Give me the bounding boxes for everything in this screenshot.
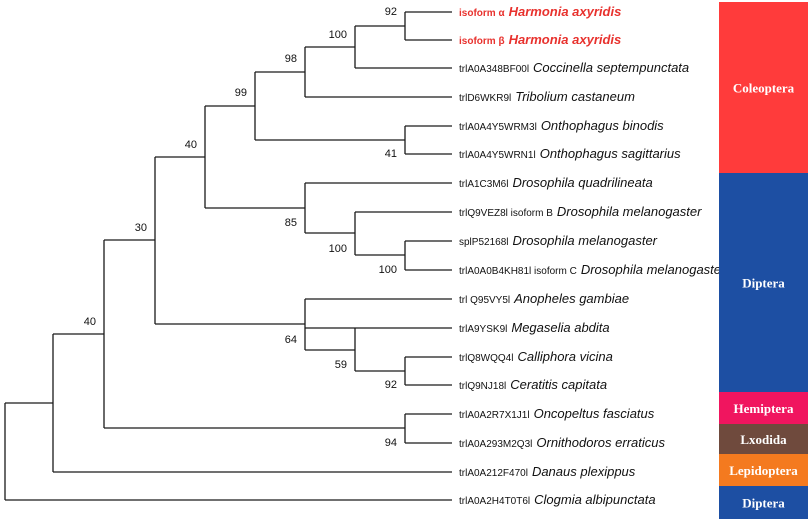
group-bar	[719, 173, 808, 392]
taxon-label-t6: trlA1C3M6l Drosophila quadrilineata	[459, 175, 653, 190]
taxon-label-t13: trlQ9NJ18l Ceratitis capitata	[459, 377, 607, 392]
taxon-label-t15: trlA0A293M2Q3l Ornithodoros erraticus	[459, 435, 665, 450]
species-name: Drosophila melanogaster	[512, 233, 657, 248]
species-name: Calliphora vicina	[517, 349, 612, 364]
species-name: Onthophagus binodis	[541, 118, 664, 133]
accession-text: trlQ8WQQ4l	[459, 353, 513, 364]
species-name: Oncopeltus fasciatus	[534, 406, 655, 421]
accession-text: trlA0A4Y5WRM3l	[459, 122, 537, 133]
bootstrap-label: 64	[285, 334, 297, 346]
bootstrap-label: 59	[335, 359, 347, 371]
taxon-label-t2: trlA0A348BF00l Coccinella septempunctata	[459, 60, 689, 75]
taxonomic-group-bars: ColeopteraDipteraHemipteraLxodidaLepidop…	[719, 2, 808, 519]
bootstrap-label: 94	[385, 437, 397, 449]
accession-text: trlA0A348BF00l	[459, 64, 529, 75]
group-label: Coleoptera	[733, 81, 795, 96]
group-bar	[719, 392, 808, 424]
species-name: Onthophagus sagittarius	[540, 146, 681, 161]
accession-text: trlA0A212F470l	[459, 468, 528, 479]
bootstrap-values: 92 100 98 99 41 40 85 100 100 30 64 59 9…	[84, 6, 397, 449]
accession-text: trlA0A2H4T0T6l	[459, 496, 530, 507]
taxon-label-t8: splP52168l Drosophila melanogaster	[459, 233, 658, 248]
species-name: Harmonia axyridis	[509, 4, 622, 19]
species-name: Anopheles gambiae	[513, 291, 629, 306]
species-name: Drosophila melanogaster	[581, 262, 726, 277]
accession-text: splP52168l	[459, 237, 508, 248]
species-name: Drosophila melanogaster	[557, 204, 702, 219]
species-name: Danaus plexippus	[532, 464, 636, 479]
accession-text: trlA0A0B4KH81l isoform C	[459, 266, 577, 277]
taxon-label-t4: trlA0A4Y5WRM3l Onthophagus binodis	[459, 118, 664, 133]
bootstrap-label: 30	[135, 222, 147, 234]
accession-text: trlA0A4Y5WRN1l	[459, 150, 536, 161]
tree-branches	[4, 11, 452, 501]
group-label: Lxodida	[740, 432, 787, 447]
group-bar	[719, 454, 808, 486]
accession-text: trlA9YSK9l	[459, 324, 507, 335]
taxon-label-t12: trlQ8WQQ4l Calliphora vicina	[459, 349, 613, 364]
taxon-label-t1: isoform β Harmonia axyridis	[459, 32, 621, 47]
bootstrap-label: 100	[329, 243, 347, 255]
accession-text: trlA0A2R7X1J1l	[459, 410, 530, 421]
group-label: Hemiptera	[734, 401, 794, 416]
group-bar	[719, 424, 808, 454]
bootstrap-label: 85	[285, 217, 297, 229]
bootstrap-label: 40	[84, 316, 96, 328]
accession-text: trlD6WKR9l	[459, 93, 511, 104]
taxon-label-t3: trlD6WKR9l Tribolium castaneum	[459, 89, 635, 104]
accession-text: isoform β	[459, 36, 505, 47]
bootstrap-label: 98	[285, 53, 297, 65]
species-name: Drosophila quadrilineata	[512, 175, 652, 190]
bootstrap-label: 99	[235, 87, 247, 99]
taxon-labels: isoform α Harmonia axyridis isoform β Harmo…	[459, 4, 726, 507]
accession-text: trlA0A293M2Q3l	[459, 439, 532, 450]
accession-text: trlA1C3M6l	[459, 179, 508, 190]
accession-text: trlQ9NJ18l	[459, 381, 506, 392]
species-name: Coccinella septempunctata	[533, 60, 689, 75]
taxon-label-t14: trlA0A2R7X1J1l Oncopeltus fasciatus	[459, 406, 655, 421]
taxon-label-t17: trlA0A2H4T0T6l Clogmia albipunctata	[459, 492, 656, 507]
taxon-label-t0: isoform α Harmonia axyridis	[459, 4, 621, 19]
species-name: Clogmia albipunctata	[534, 492, 655, 507]
group-bar	[719, 2, 808, 173]
accession-text: trlQ9VEZ8l isoform B	[459, 208, 553, 219]
taxon-label-t16: trlA0A212F470l Danaus plexippus	[459, 464, 636, 479]
group-label: Diptera	[742, 276, 785, 291]
accession-text: trl Q95VY5l	[459, 295, 510, 306]
bootstrap-label: 41	[385, 148, 397, 160]
group-label: Lepidoptera	[729, 463, 798, 478]
taxon-label-t9: trlA0A0B4KH81l isoform C Drosophila melan…	[459, 262, 726, 277]
bootstrap-label: 92	[385, 6, 397, 18]
taxon-label-t7: trlQ9VEZ8l isoform B Drosophila melanogas…	[459, 204, 702, 219]
taxon-label-t5: trlA0A4Y5WRN1l Onthophagus sagittarius	[459, 146, 681, 161]
species-name: Ceratitis capitata	[510, 377, 607, 392]
group-label: Diptera	[742, 496, 785, 511]
group-bar	[719, 486, 808, 519]
bootstrap-label: 40	[185, 139, 197, 151]
bootstrap-label: 100	[329, 29, 347, 41]
species-name: Tribolium castaneum	[515, 89, 635, 104]
taxon-label-t11: trlA9YSK9l Megaselia abdita	[459, 320, 610, 335]
accession-text: isoform α	[459, 8, 505, 19]
bootstrap-label: 92	[385, 379, 397, 391]
species-name: Harmonia axyridis	[509, 32, 622, 47]
species-name: Megaselia abdita	[511, 320, 609, 335]
species-name: Ornithodoros erraticus	[536, 435, 665, 450]
bootstrap-label: 100	[379, 264, 397, 276]
